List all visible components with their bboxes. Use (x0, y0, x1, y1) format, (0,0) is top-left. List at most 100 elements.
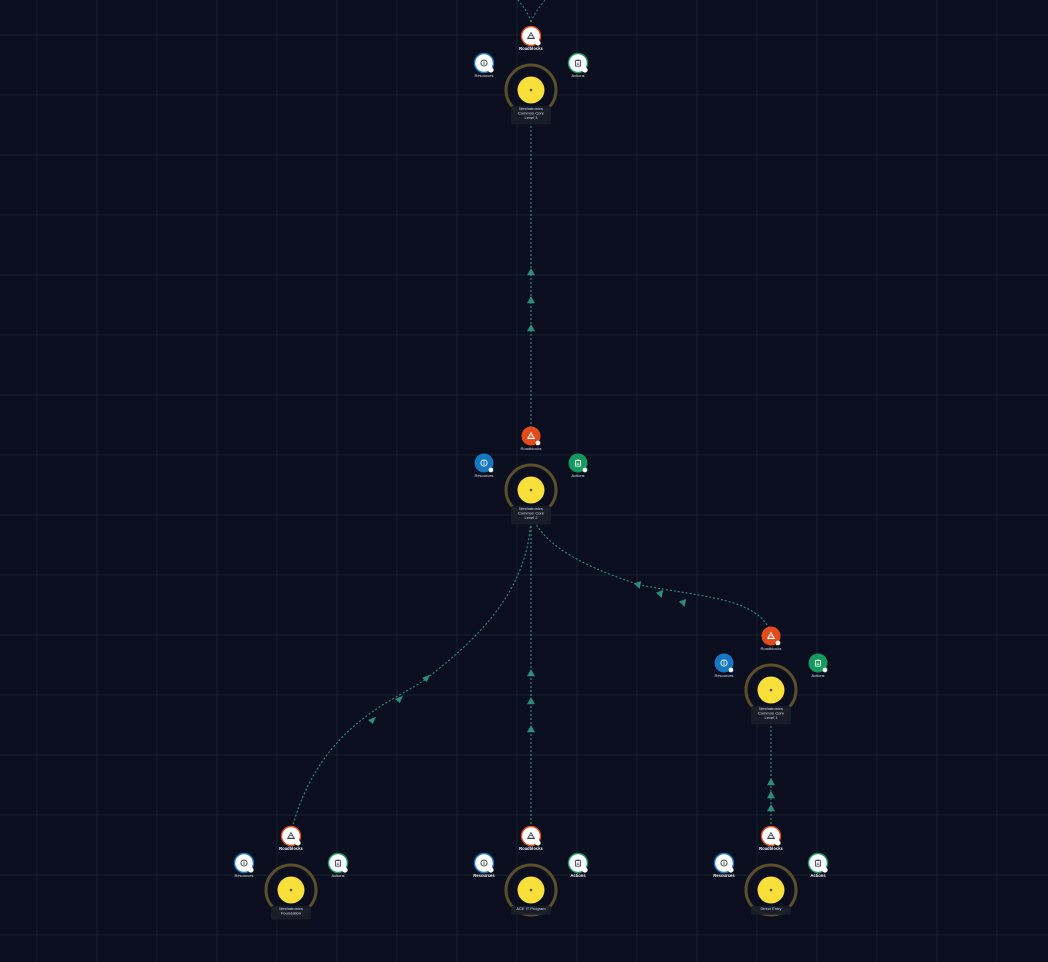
node-center-dot (529, 488, 533, 492)
warning-cone-icon (287, 831, 295, 840)
status-dot (728, 667, 734, 673)
node-core-button[interactable]: ACE IT Program (504, 863, 558, 917)
status-dot (248, 867, 254, 873)
node-title-line: Direct Entry (761, 906, 782, 911)
node-center-dot (289, 888, 293, 892)
status-dot (535, 840, 541, 846)
direction-arrow-icon (368, 716, 376, 724)
actions-button[interactable]: Actions (808, 653, 828, 679)
connector-direct-entry-to-mcc-level-1 (767, 712, 775, 832)
resources-button[interactable]: Resources (233, 852, 255, 879)
node-center-dot (529, 888, 533, 892)
resources-label: Resources (474, 73, 493, 78)
direction-arrow-icon (767, 791, 775, 799)
roadblocks-label: Roadblocks (279, 846, 303, 851)
status-dot (775, 840, 781, 846)
actions-button[interactable]: Actions (567, 852, 589, 879)
actions-label: Actions (811, 673, 824, 678)
node-title-line: Common Core (518, 511, 545, 516)
direction-arrow-icon (634, 581, 642, 589)
node-title-line: Level 1 (765, 715, 779, 720)
connector-mcc-level-1-to-mcc-level-2 (530, 511, 772, 633)
actions-button[interactable]: Actions (568, 453, 588, 479)
node-title-plate (511, 106, 551, 125)
roadblocks-button[interactable]: Roadblocks (519, 25, 544, 52)
node-title-line: Mechatronics (519, 506, 543, 511)
roadblocks-button[interactable]: Roadblocks (279, 825, 304, 852)
info-icon (720, 859, 728, 867)
node-title-plate (511, 506, 551, 525)
roadblocks-label: Roadblocks (759, 846, 783, 851)
connector-offscreen (530, 0, 546, 23)
actions-button[interactable]: Actions (327, 852, 349, 879)
clipboard-icon (814, 659, 822, 667)
status-dot (822, 867, 828, 873)
direction-arrow-icon (656, 590, 664, 598)
resources-button[interactable]: Resources (714, 653, 734, 679)
node-title-plate (271, 906, 311, 920)
roadblocks-label: Roadblocks (519, 846, 543, 851)
direction-arrow-icon (767, 804, 775, 812)
direction-arrow-icon (422, 674, 430, 682)
resources-button[interactable]: Resources (473, 852, 495, 879)
node-title-line: Common Core (758, 711, 785, 716)
roadblocks-label: Roadblocks (519, 46, 543, 51)
status-dot (535, 40, 541, 46)
status-dot (822, 667, 828, 673)
node-core-button[interactable]: Direct Entry (744, 863, 798, 917)
resources-button[interactable]: Resources (473, 52, 495, 79)
info-icon (480, 59, 488, 67)
node-title-line: Mechatronics (279, 906, 303, 911)
actions-label: Actions (331, 873, 344, 878)
roadblocks-label: Roadblocks (521, 446, 542, 451)
status-dot (582, 467, 588, 473)
node-title-line: Foundation (281, 911, 301, 916)
direction-arrow-icon (527, 725, 535, 733)
status-dot (295, 840, 301, 846)
node-title-line: Common Core (518, 111, 545, 116)
connector-mcc-level-2-to-mcc-level-3 (527, 112, 535, 432)
clipboard-icon (574, 59, 582, 67)
info-icon (480, 859, 488, 867)
connector-layer (290, 0, 775, 833)
info-icon (240, 859, 248, 867)
resources-button[interactable]: Resources (713, 852, 735, 879)
info-icon (480, 459, 488, 467)
resources-label: Resources (234, 873, 253, 878)
status-dot (582, 867, 588, 873)
actions-label: Actions (570, 873, 586, 878)
warning-cone-icon (527, 431, 535, 440)
node-title-line: Mechatronics (759, 706, 783, 711)
node-title-line: Mechatronics (519, 106, 543, 111)
roadblocks-button[interactable]: Roadblocks (519, 825, 544, 852)
direction-arrow-icon (679, 599, 687, 607)
direction-arrow-icon (767, 778, 775, 786)
clipboard-icon (574, 459, 582, 467)
roadblocks-label: Roadblocks (761, 646, 782, 651)
resources-label: Resources (474, 473, 493, 478)
clipboard-icon (814, 859, 822, 867)
actions-label: Actions (571, 473, 584, 478)
info-icon (720, 659, 728, 667)
status-dot (728, 867, 734, 873)
roadblocks-button[interactable]: Roadblocks (521, 426, 542, 452)
roadblocks-button[interactable]: Roadblocks (761, 626, 782, 652)
actions-button[interactable]: Actions (807, 852, 829, 879)
actions-button[interactable]: Actions (567, 52, 589, 79)
status-dot (775, 640, 781, 646)
resources-button[interactable]: Resources (474, 453, 494, 479)
node-halo-ring (504, 863, 558, 917)
status-dot (582, 67, 588, 73)
roadblocks-button[interactable]: Roadblocks (759, 825, 784, 852)
